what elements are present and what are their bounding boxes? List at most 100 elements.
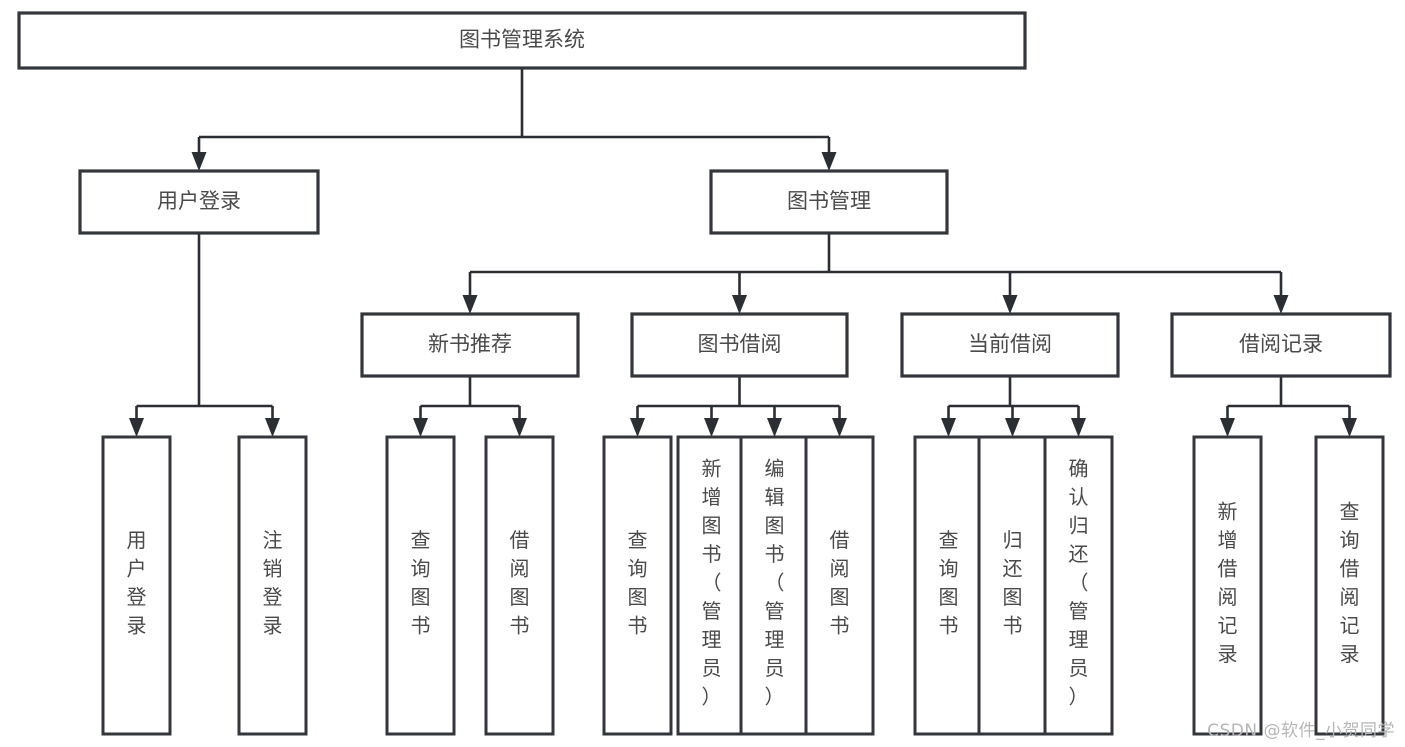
node-new-book-recommend-label: 新书推荐 (428, 332, 512, 356)
node-leaf-borrow-book-2-label-char: 阅 (830, 556, 850, 580)
node-leaf-borrow-book-1-label-char: 借 (510, 528, 530, 552)
node-leaf-query-book-1-label-char: 图 (411, 585, 431, 609)
arrow-head (191, 152, 207, 171)
node-leaf-add-book-label-char: （ (702, 571, 722, 595)
node-leaf-edit-book-label-char: 书 (765, 542, 785, 566)
node-leaf-user-login[interactable]: 用户登录 (101, 435, 172, 736)
node-leaf-edit-book-label-char: ） (765, 685, 785, 709)
node-new-book-recommend-box[interactable] (360, 312, 580, 378)
node-borrow-record-box[interactable] (1170, 312, 1392, 378)
node-leaf-return-book-box[interactable] (977, 435, 1048, 736)
node-leaf-return-book-label-char: 书 (1003, 613, 1023, 637)
node-leaf-query-record-label-char: 记 (1340, 613, 1360, 637)
node-leaf-query-book-3-box[interactable] (913, 435, 984, 736)
node-leaf-user-login-label-char: 录 (127, 613, 147, 637)
arrow-head (129, 418, 144, 437)
node-leaf-confirm-return-label-char: ） (1069, 685, 1089, 709)
node-leaf-query-record-label-char: 借 (1340, 556, 1360, 580)
node-root-box[interactable] (17, 11, 1027, 70)
node-leaf-return-book-label-char: 还 (1003, 556, 1023, 580)
node-leaf-borrow-book-1-label-char: 阅 (510, 556, 530, 580)
node-leaf-logout-box[interactable] (237, 435, 308, 736)
node-leaf-user-login-label-char: 户 (127, 556, 147, 580)
node-book-borrow[interactable]: 图书借阅 (630, 312, 849, 378)
arrow-head (732, 295, 747, 314)
node-root[interactable]: 图书管理系统 (17, 11, 1027, 70)
node-leaf-query-book-3-label-char: 书 (939, 613, 959, 637)
node-leaf-add-book-box[interactable] (676, 435, 747, 736)
node-leaf-query-book-1-label-char: 询 (411, 556, 431, 580)
node-leaf-query-record-label-char: 录 (1340, 642, 1360, 666)
arrow-head (462, 295, 478, 314)
node-book-borrow-box[interactable] (630, 312, 849, 378)
node-leaf-add-record-label-char: 新 (1218, 499, 1238, 523)
node-current-borrow-label: 当前借阅 (968, 332, 1052, 356)
node-book-borrow-label: 图书借阅 (698, 332, 782, 356)
node-leaf-edit-book-label-char: 编 (765, 457, 785, 481)
node-leaf-logout-label-char: 销 (263, 556, 283, 580)
node-current-borrow[interactable]: 当前借阅 (900, 312, 1120, 378)
node-leaf-query-record-label-char: 阅 (1340, 585, 1360, 609)
node-leaf-add-record-label-char: 记 (1218, 613, 1238, 637)
node-book-manage-box[interactable] (709, 169, 949, 235)
node-current-borrow-box[interactable] (900, 312, 1120, 378)
node-leaf-add-record-label-char: 借 (1218, 556, 1238, 580)
node-leaf-add-book-label-char: ） (702, 685, 722, 709)
node-leaf-confirm-return-label-char: 理 (1069, 628, 1089, 652)
node-leaf-query-record-box[interactable] (1314, 435, 1385, 736)
arrow-head (1071, 418, 1086, 437)
node-leaf-edit-book-box[interactable] (739, 435, 810, 736)
node-leaf-query-book-3-label-char: 询 (939, 556, 959, 580)
arrow-head (767, 418, 782, 437)
node-leaf-borrow-book-2-label-char: 借 (830, 528, 850, 552)
node-leaf-query-book-2-label-char: 查 (628, 528, 648, 552)
node-leaf-borrow-book-2-box[interactable] (804, 435, 875, 736)
node-leaf-user-login-label-char: 登 (127, 585, 147, 609)
node-leaf-confirm-return-label-char: 确 (1069, 457, 1089, 481)
node-leaf-user-login-box[interactable] (101, 435, 172, 736)
node-leaf-borrow-book-1-label-char: 图 (510, 585, 530, 609)
node-new-book-recommend[interactable]: 新书推荐 (360, 312, 580, 378)
node-leaf-confirm-return-label-char: 归 (1069, 514, 1089, 538)
node-user-login-box[interactable] (78, 169, 320, 235)
node-leaf-query-book-1-label-char: 查 (411, 528, 431, 552)
arrow-head (941, 418, 956, 437)
node-user-login[interactable]: 用户登录 (78, 169, 320, 235)
node-leaf-add-book-label-char: 管 (702, 599, 722, 623)
arrow-head (413, 418, 428, 437)
node-leaf-edit-book-label-char: 管 (765, 599, 785, 623)
node-leaf-query-book-1-box[interactable] (385, 435, 456, 736)
node-leaf-edit-book-label-char: 理 (765, 628, 785, 652)
node-leaf-borrow-book-1-label-char: 书 (510, 613, 530, 637)
node-leaf-logout-label-char: 登 (263, 585, 283, 609)
node-borrow-record[interactable]: 借阅记录 (1170, 312, 1392, 378)
node-leaf-query-record-label-char: 询 (1340, 528, 1360, 552)
node-leaf-add-record-label-char: 增 (1218, 528, 1238, 552)
node-leaf-add-book-label-char: 书 (702, 542, 722, 566)
node-root-label: 图书管理系统 (459, 28, 585, 52)
node-leaf-add-record-box[interactable] (1192, 435, 1263, 736)
arrow-head (821, 152, 837, 171)
node-leaf-logout-label-char: 注 (263, 528, 283, 552)
arrow-head (1342, 418, 1357, 437)
arrow-head (1005, 418, 1020, 437)
node-leaf-borrow-book-1-box[interactable] (484, 435, 555, 736)
arrow-head (1220, 418, 1235, 437)
node-leaf-confirm-return-box[interactable] (1043, 435, 1114, 736)
node-leaf-query-book-2-box[interactable] (602, 435, 673, 736)
node-leaf-add-record-label-char: 阅 (1218, 585, 1238, 609)
node-book-manage[interactable]: 图书管理 (709, 169, 949, 235)
node-leaf-add-book-label-char: 员 (702, 656, 722, 680)
